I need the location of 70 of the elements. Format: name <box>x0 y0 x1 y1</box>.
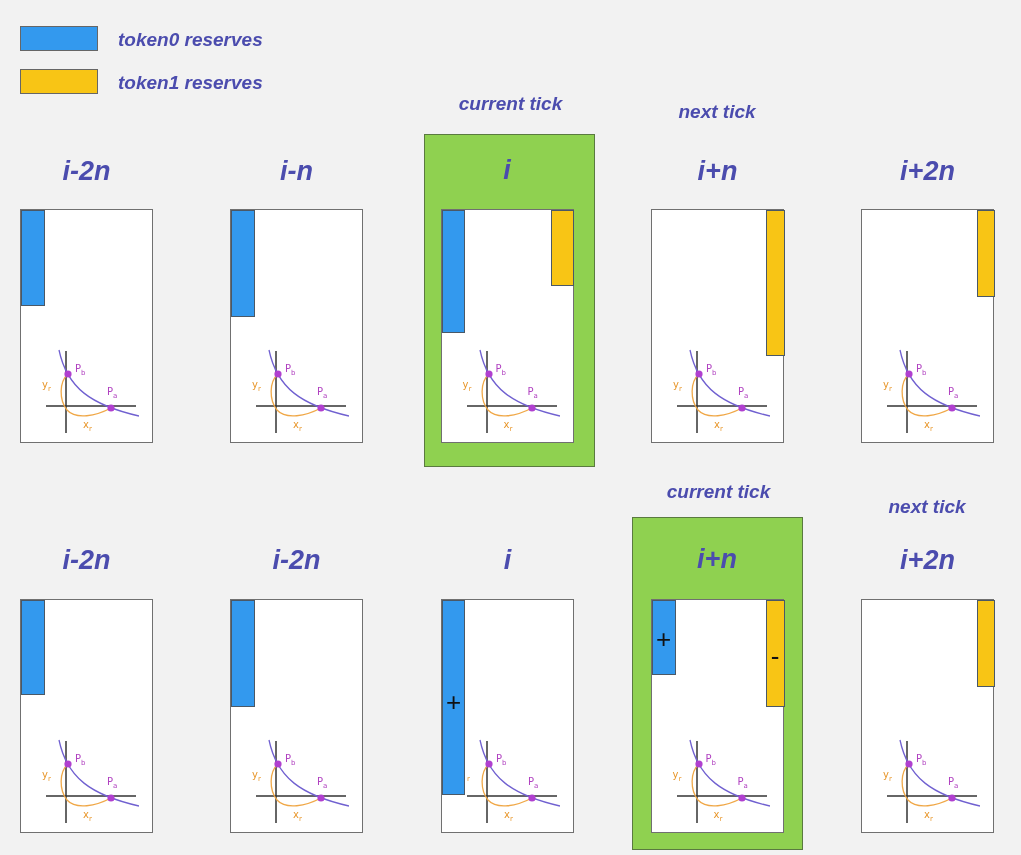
reserve-label: x$_{r}$ <box>504 810 513 823</box>
reserve-label: x$_{r}$ <box>924 810 933 823</box>
reserve-bar <box>231 210 255 317</box>
reserve-bar <box>231 600 255 707</box>
reserve-label: x$_{r}$ <box>293 420 302 433</box>
tick-label: i+2n <box>900 157 955 185</box>
point-label: P$_{b}$ <box>495 363 506 377</box>
reserve-label: y$_{r}$ <box>252 770 261 783</box>
reserve-bar <box>765 599 785 707</box>
point-label: P$_{b}$ <box>285 754 296 767</box>
tick-label: i+2n <box>900 546 955 574</box>
tick-caption: next tick <box>888 497 966 516</box>
reserve-label: y$_{r}$ <box>252 380 261 393</box>
reserve-label: y$_{r}$ <box>672 769 682 783</box>
tick-label: i+n <box>697 157 738 185</box>
reserve-label: x$_{r}$ <box>293 810 302 823</box>
reserve-label: x$_{r}$ <box>83 420 92 433</box>
reserve-bar <box>550 209 574 286</box>
point-label: P$_{b}$ <box>75 364 86 377</box>
reserve-label: x$_{r}$ <box>713 809 723 823</box>
reserve-label: x$_{r}$ <box>924 420 933 433</box>
point-label: P$_{b}$ <box>916 754 927 767</box>
legend-label: token0 reserves <box>118 30 263 49</box>
point-label: P$_{a}$ <box>527 386 538 400</box>
point-label: P$_{a}$ <box>317 387 328 400</box>
point-label: P$_{a}$ <box>738 387 749 400</box>
point-label: P$_{a}$ <box>948 387 959 400</box>
tick-caption: next tick <box>678 102 756 121</box>
point-label: P$_{b}$ <box>285 364 296 377</box>
point-label: P$_{a}$ <box>317 777 328 790</box>
tick-label: i <box>503 546 512 574</box>
change-sign: - <box>770 642 780 669</box>
change-sign: + <box>655 625 672 652</box>
point-label: P$_{b}$ <box>75 754 86 767</box>
point-label: P$_{a}$ <box>107 387 118 400</box>
reserve-label: y$_{r}$ <box>42 380 51 393</box>
tick-label: i-n <box>280 157 313 185</box>
reserve-bar <box>442 600 465 795</box>
point-label: P$_{b}$ <box>705 753 716 767</box>
legend-label: token1 reserves <box>118 73 263 92</box>
point-label: P$_{a}$ <box>737 776 748 790</box>
point-label: P$_{b}$ <box>706 364 717 377</box>
reserve-label: y$_{r}$ <box>883 770 892 783</box>
point-label: P$_{b}$ <box>916 364 927 377</box>
reserve-bar <box>21 600 45 695</box>
reserve-bar <box>766 210 785 356</box>
reserve-bar <box>977 210 995 297</box>
tick-label: i <box>503 157 511 184</box>
tick-label: i-2n <box>62 546 111 574</box>
reserve-label: y$_{r}$ <box>42 770 51 783</box>
tick-label: i-2n <box>62 157 111 185</box>
reserve-bar <box>977 600 995 687</box>
reserve-label: y$_{r}$ <box>462 379 472 393</box>
point-label: P$_{a}$ <box>948 777 959 790</box>
reserve-bar <box>651 599 676 675</box>
tick-caption: current tick <box>458 94 563 113</box>
reserve-bar <box>441 209 465 333</box>
reserve-label: y$_{r}$ <box>673 380 682 393</box>
reserve-label: y$_{r}$ <box>883 380 892 393</box>
tick-label: i+n <box>697 546 737 573</box>
tick-caption: current tick <box>666 482 771 501</box>
point-label: P$_{b}$ <box>496 754 507 767</box>
reserve-label: x$_{r}$ <box>503 419 513 433</box>
reserve-bar <box>21 210 45 306</box>
point-label: P$_{a}$ <box>528 777 539 790</box>
tick-label: i-2n <box>272 546 321 574</box>
change-sign: + <box>445 689 462 715</box>
point-label: P$_{a}$ <box>107 777 118 790</box>
reserve-label: x$_{r}$ <box>83 810 92 823</box>
reserve-label: x$_{r}$ <box>714 420 723 433</box>
